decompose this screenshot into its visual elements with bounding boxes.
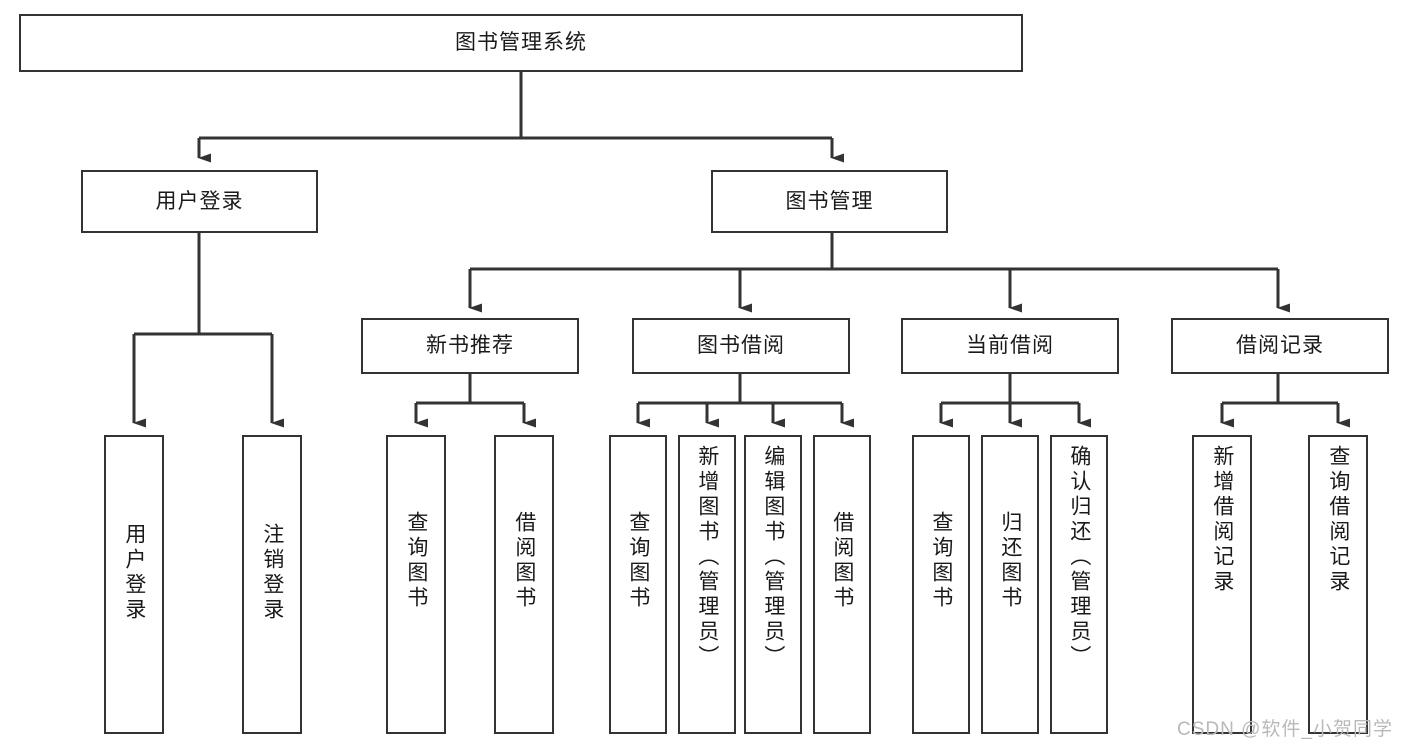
- leaf-recommend-query-book[interactable]: 查询图书: [386, 435, 446, 734]
- node-current-borrow-label: 当前借阅: [966, 334, 1054, 358]
- leaf-user-login-login[interactable]: 用户登录: [104, 435, 164, 734]
- leaf-current-query-book[interactable]: 查询图书: [912, 435, 970, 734]
- node-book-manage[interactable]: 图书管理: [711, 170, 948, 233]
- node-new-book-recommend-label: 新书推荐: [426, 334, 514, 358]
- leaf-label: 查询图书: [929, 511, 953, 611]
- node-root[interactable]: 图书管理系统: [19, 14, 1023, 72]
- leaf-borrow-add-book-admin[interactable]: 新增图书（管理员）: [678, 435, 736, 734]
- leaf-label: 新增借阅记录: [1210, 445, 1234, 595]
- node-borrow-record-label: 借阅记录: [1236, 334, 1324, 358]
- leaf-borrow-query-book[interactable]: 查询图书: [609, 435, 667, 734]
- node-current-borrow[interactable]: 当前借阅: [901, 318, 1119, 374]
- leaf-record-add-record[interactable]: 新增借阅记录: [1192, 435, 1252, 734]
- leaf-label: 新增图书（管理员）: [695, 445, 719, 670]
- leaf-label: 查询借阅记录: [1326, 445, 1350, 595]
- node-book-borrow-label: 图书借阅: [697, 334, 785, 358]
- leaf-label: 注销登录: [260, 523, 284, 623]
- leaf-label: 归还图书: [998, 511, 1022, 611]
- leaf-borrow-borrow-book[interactable]: 借阅图书: [813, 435, 871, 734]
- node-user-login[interactable]: 用户登录: [81, 170, 318, 233]
- leaf-current-confirm-return-admin[interactable]: 确认归还（管理员）: [1050, 435, 1108, 734]
- leaf-current-return-book[interactable]: 归还图书: [981, 435, 1039, 734]
- leaf-recommend-borrow-book[interactable]: 借阅图书: [494, 435, 554, 734]
- node-new-book-recommend[interactable]: 新书推荐: [361, 318, 579, 374]
- node-borrow-record[interactable]: 借阅记录: [1171, 318, 1389, 374]
- node-book-borrow[interactable]: 图书借阅: [632, 318, 850, 374]
- node-root-label: 图书管理系统: [455, 31, 587, 55]
- leaf-label: 用户登录: [122, 523, 146, 623]
- watermark: CSDN @软件_小贺同学: [1177, 719, 1393, 740]
- node-user-login-label: 用户登录: [155, 189, 244, 213]
- leaf-borrow-edit-book-admin[interactable]: 编辑图书（管理员）: [744, 435, 802, 734]
- leaf-label: 借阅图书: [830, 511, 854, 611]
- leaf-label: 编辑图书（管理员）: [761, 445, 785, 670]
- leaf-record-query-record[interactable]: 查询借阅记录: [1308, 435, 1368, 734]
- leaf-label: 借阅图书: [512, 511, 536, 611]
- node-book-manage-label: 图书管理: [785, 189, 874, 213]
- leaf-label: 查询图书: [404, 511, 428, 611]
- leaf-label: 查询图书: [626, 511, 650, 611]
- leaf-user-login-logout[interactable]: 注销登录: [242, 435, 302, 734]
- leaf-label: 确认归还（管理员）: [1067, 445, 1091, 670]
